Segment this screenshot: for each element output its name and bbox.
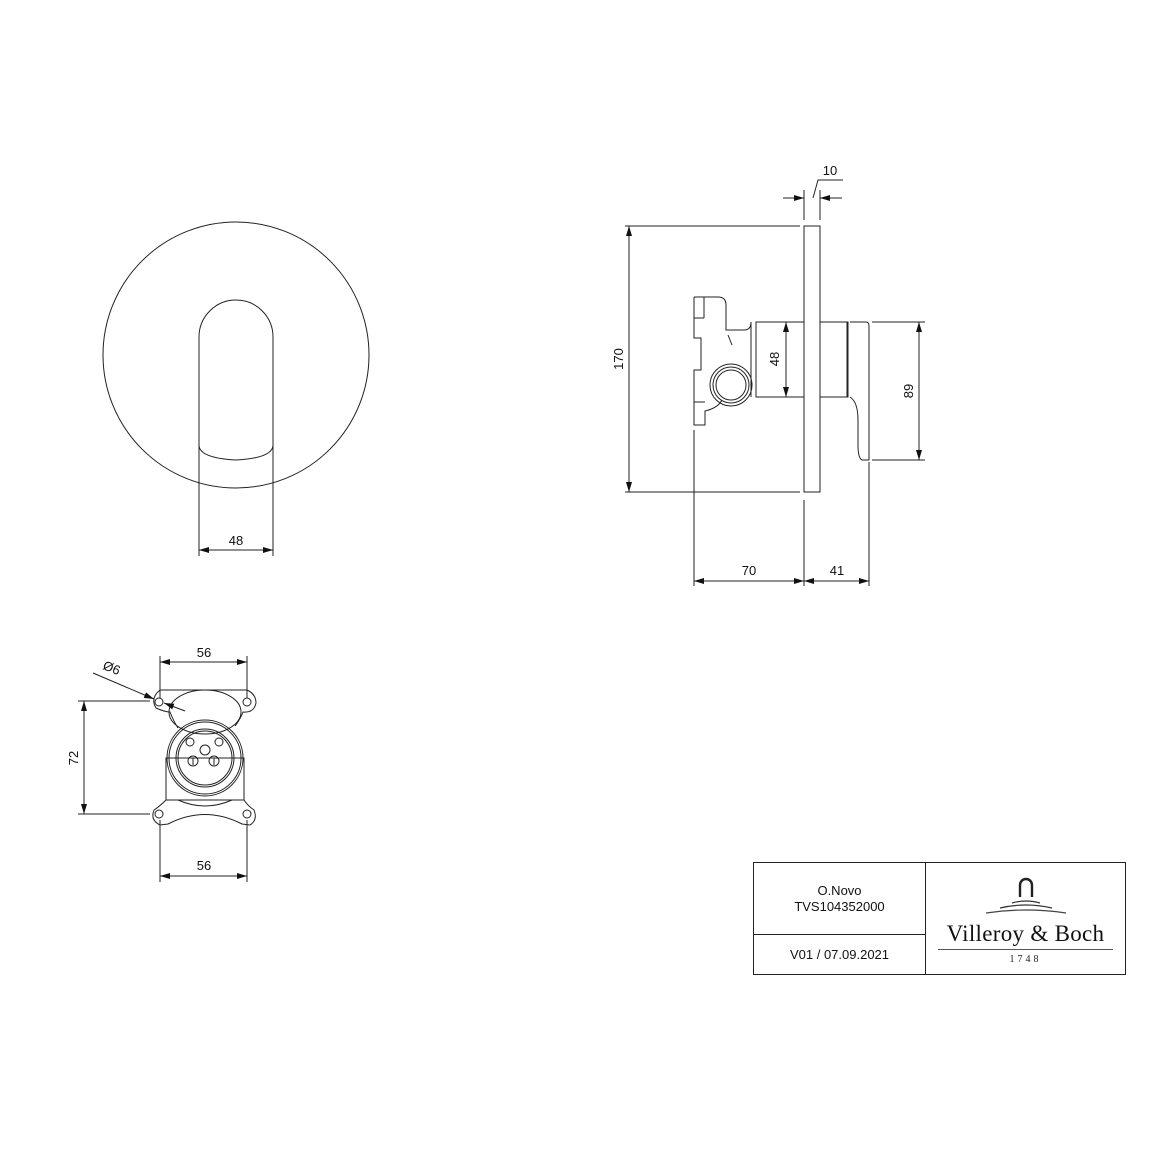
mounting-hole-bl	[154, 809, 164, 819]
hole-diameter-dim: Ø6	[101, 658, 123, 678]
cover-plate-outline	[102, 221, 370, 489]
version-cell: V01 / 07.09.2021	[754, 935, 925, 974]
depth-front-dim: 41	[830, 563, 844, 578]
outlet-port	[709, 363, 753, 407]
brand-cell: Villeroy & Boch 1748	[926, 863, 1125, 974]
lever-handle-side	[849, 321, 870, 461]
front-view	[102, 221, 370, 556]
plate-thickness-dim: 10	[823, 163, 837, 178]
title-block: O.Novo TVS104352000 V01 / 07.09.2021 Vil…	[753, 862, 1126, 975]
front-handle-width-dim: 48	[229, 533, 243, 548]
handle-height-dim: 89	[901, 384, 916, 398]
product-name: O.Novo	[817, 882, 862, 898]
mounting-hole-br	[242, 809, 252, 819]
brand-year: 1748	[1009, 954, 1042, 965]
bottom-hole-spacing-dim: 56	[197, 858, 211, 873]
rear-view	[78, 656, 257, 882]
port-top-left	[185, 737, 195, 747]
top-hole-spacing-dim: 56	[197, 645, 211, 660]
handle-outline	[198, 299, 274, 461]
vertical-hole-spacing-dim: 72	[66, 751, 81, 765]
title-block-info: O.Novo TVS104352000 V01 / 07.09.2021	[754, 863, 926, 974]
mounting-hole-tl	[154, 697, 164, 707]
side-view	[625, 179, 925, 586]
faucet-arch-logo-icon	[986, 877, 1066, 914]
port-center	[199, 744, 211, 756]
depth-behind-dim: 70	[742, 563, 756, 578]
port-top-right	[214, 737, 224, 747]
brand-name: Villeroy & Boch	[946, 921, 1105, 946]
connector-outer	[166, 719, 244, 797]
brand-underline	[938, 949, 1113, 950]
valve-housing	[693, 296, 752, 426]
version-date: V01 / 07.09.2021	[789, 946, 890, 962]
plate-height-dim: 170	[611, 348, 626, 370]
valve-body	[755, 321, 805, 398]
body-height-dim: 48	[767, 352, 782, 366]
mounting-hole-tr	[242, 697, 252, 707]
product-info-cell: O.Novo TVS104352000	[754, 863, 925, 935]
bottom-mounting-flange	[152, 799, 256, 826]
cover-plate-side	[803, 225, 821, 493]
port-bottom-left	[187, 755, 199, 767]
port-bottom-right	[208, 755, 220, 767]
article-number: TVS104352000	[794, 898, 885, 914]
